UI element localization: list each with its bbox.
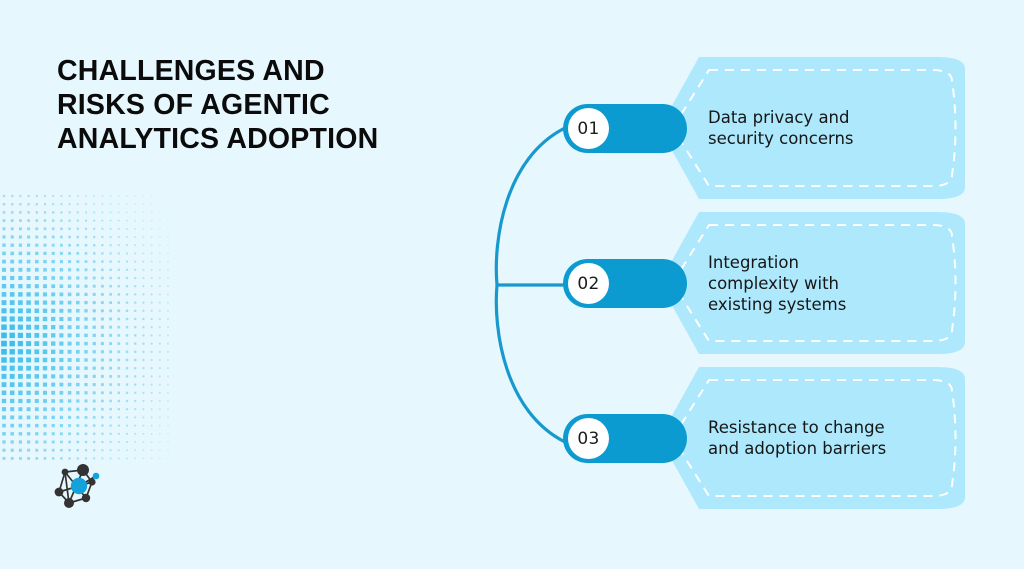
halftone-dot-pattern [1, 194, 169, 460]
card-text: Data privacy and security concerns [708, 108, 854, 148]
number-label: 03 [568, 418, 609, 459]
number-label: 02 [568, 263, 609, 304]
card-text: Integration complexity with existing sys… [708, 252, 847, 314]
card-text: Resistance to change and adoption barrie… [708, 418, 887, 458]
card-panel [655, 212, 965, 354]
number-badge[interactable]: 03 [563, 414, 687, 463]
list-item[interactable]: Resistance to change and adoption barrie… [563, 367, 983, 509]
list-item[interactable]: Data privacy and security concerns 01 [563, 57, 983, 199]
number-badge[interactable]: 02 [563, 259, 687, 308]
card-panel [655, 57, 965, 199]
network-graph-logo [54, 464, 100, 508]
page-title: Challenges and risks of agentic analytic… [57, 55, 379, 155]
number-label: 01 [568, 108, 609, 149]
card-panel [655, 367, 965, 509]
number-badge[interactable]: 01 [563, 104, 687, 153]
list-item[interactable]: Integration complexity with existing sys… [563, 212, 983, 354]
